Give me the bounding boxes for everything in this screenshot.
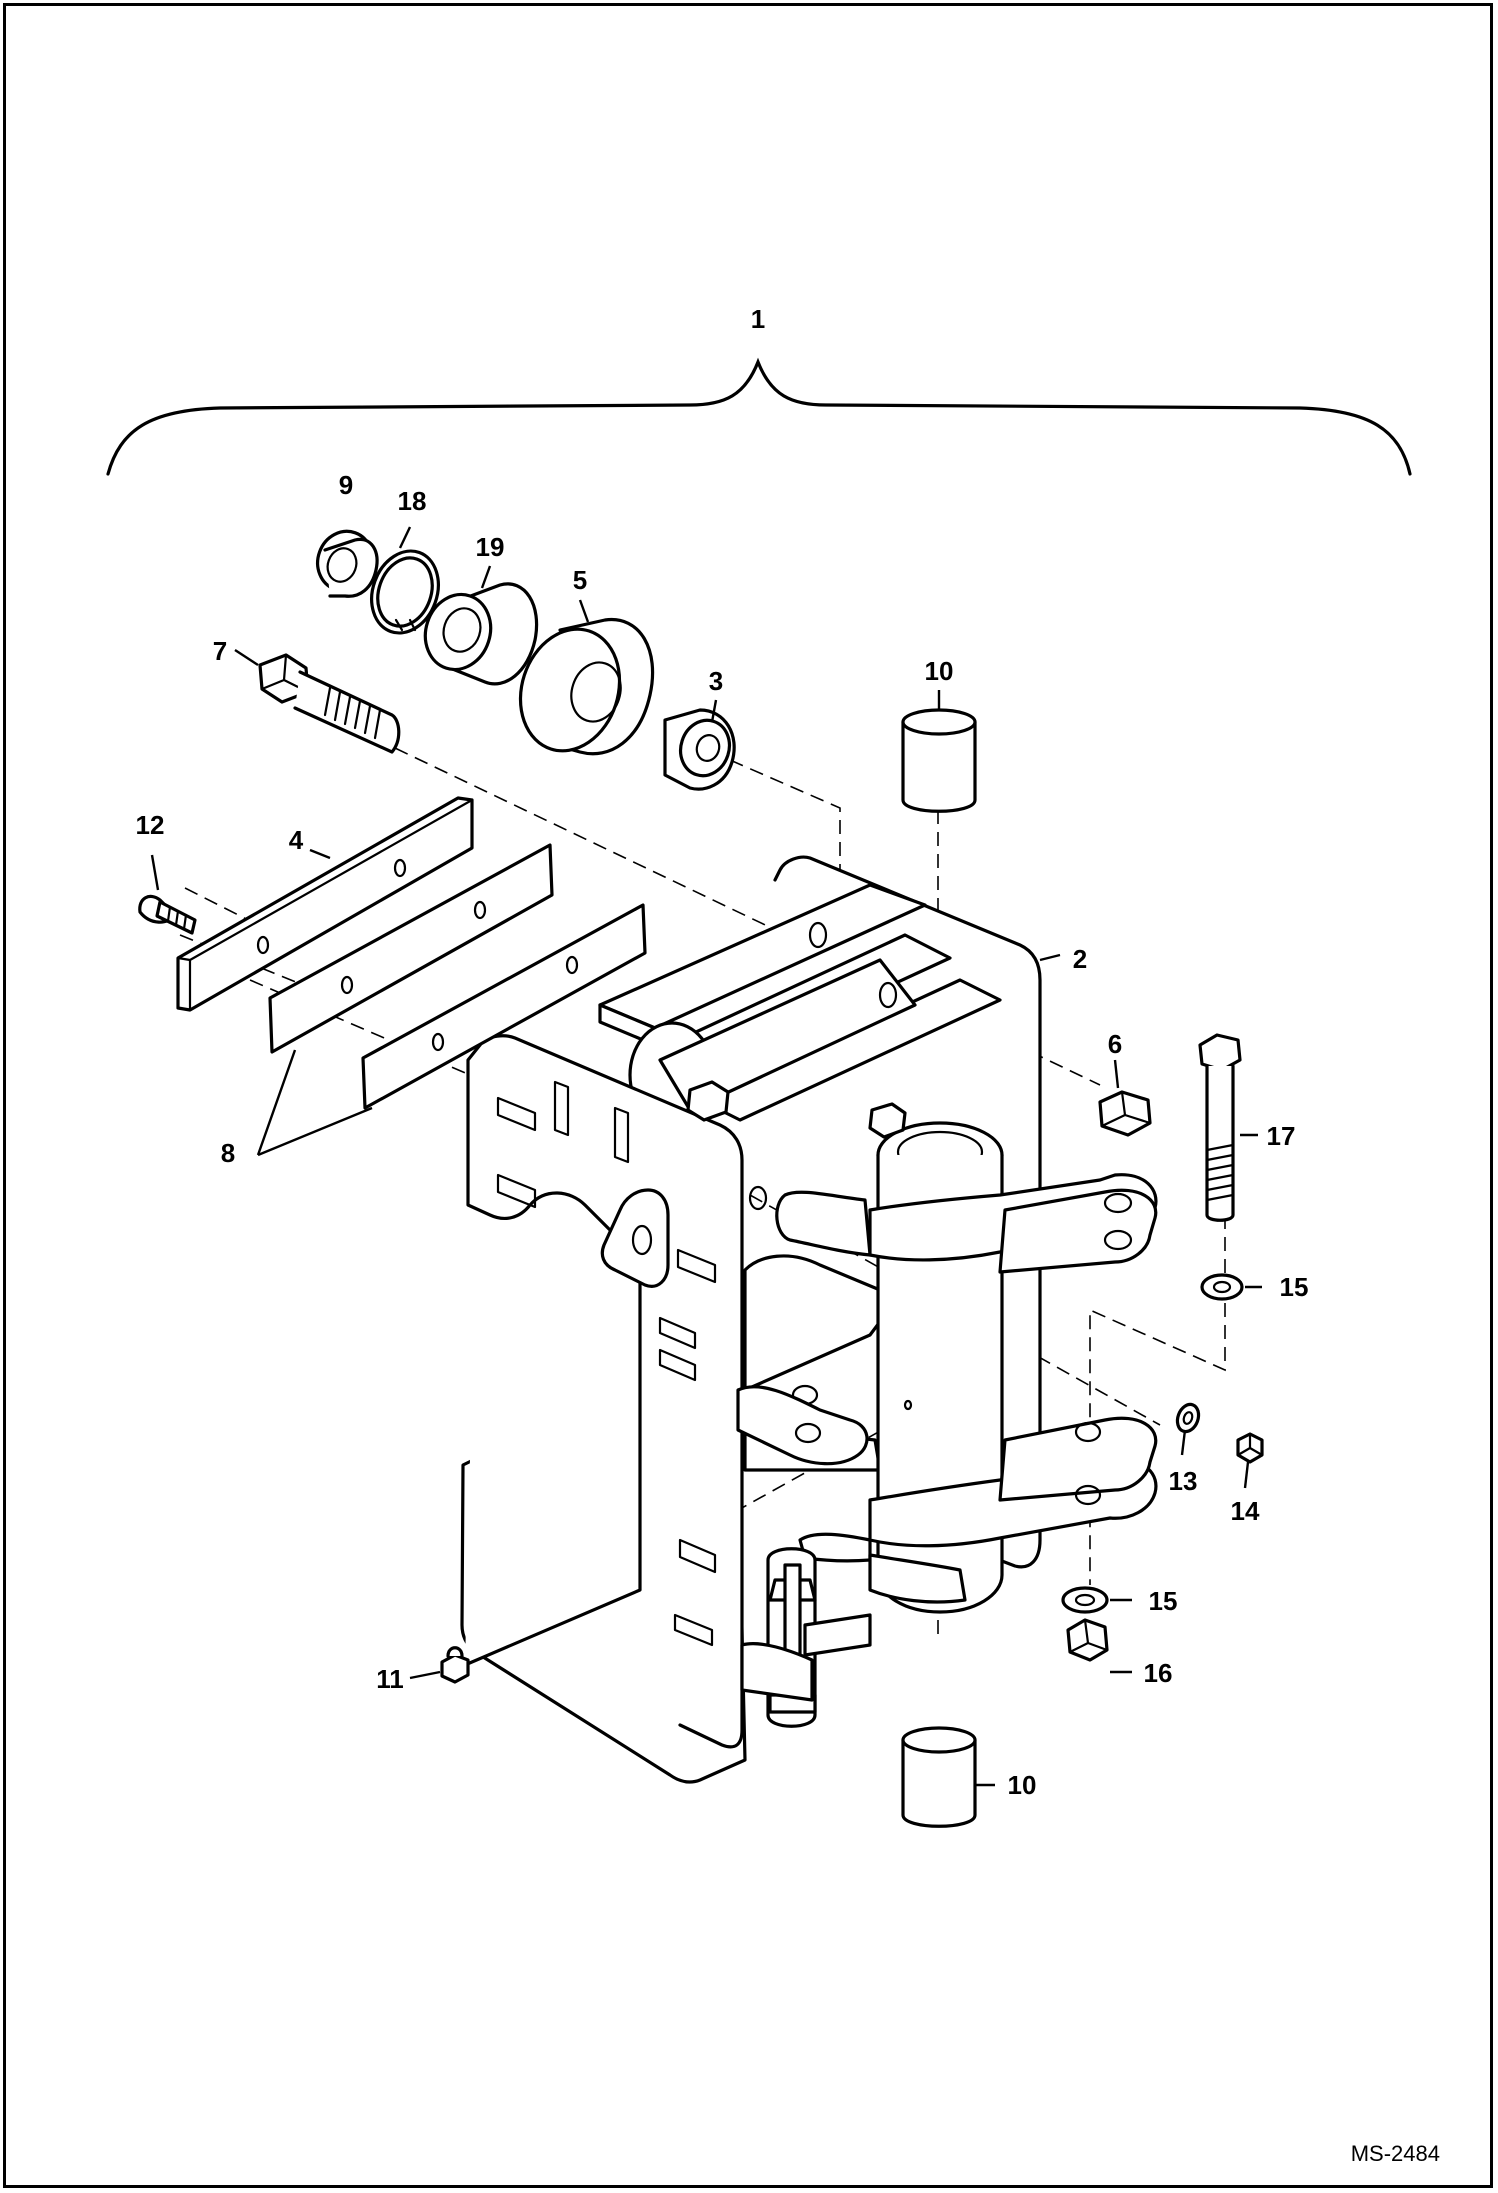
drawing-code: MS-2484: [1351, 2141, 1440, 2166]
callout-8: 8: [221, 1138, 235, 1168]
part-3-bushing: [663, 708, 736, 791]
callout-12: 12: [136, 810, 165, 840]
callout-4: 4: [289, 825, 304, 855]
assembly-brace: [106, 357, 1412, 476]
leader-lines: [150, 526, 1262, 1787]
callout-5: 5: [573, 565, 587, 595]
part-12-screw: [138, 894, 197, 935]
callout-9: 9: [339, 470, 353, 500]
callout-15-lower: 15: [1149, 1586, 1178, 1616]
callout-10-lower: 10: [1008, 1770, 1037, 1800]
callout-15-upper: 15: [1280, 1272, 1309, 1302]
part-15-washer-lower: [1061, 1586, 1109, 1614]
callout-11: 11: [376, 1664, 404, 1694]
callout-7: 7: [213, 636, 227, 666]
callout-19: 19: [476, 532, 505, 562]
part-10-bushing-upper: [901, 708, 977, 813]
part-10-bushing-lower: [901, 1726, 977, 1828]
part-14-nut: [1236, 1432, 1264, 1464]
callout-13: 13: [1169, 1466, 1198, 1496]
callout-16: 16: [1144, 1658, 1173, 1688]
part-5-roller: [518, 617, 655, 756]
main-frame-weldment: [460, 855, 1158, 1784]
callout-6: 6: [1108, 1029, 1122, 1059]
part-4-wear-strip: [176, 796, 474, 1012]
part-9-seal-ring: [316, 529, 379, 598]
callout-2: 2: [1073, 944, 1087, 974]
part-7-bolt: [258, 653, 401, 754]
part-15-washer-upper: [1200, 1273, 1244, 1301]
callout-3: 3: [709, 666, 723, 696]
part-13-washer: [1175, 1402, 1201, 1434]
callout-10-upper: 10: [925, 656, 954, 686]
callout-17: 17: [1267, 1121, 1296, 1151]
part-18-snap-ring: [370, 549, 440, 635]
part-11-grease-fitting: [440, 1646, 470, 1684]
part-16-nut: [1066, 1618, 1109, 1662]
callout-14: 14: [1231, 1496, 1260, 1526]
part-17-bolt: [1198, 1033, 1242, 1222]
callout-18: 18: [398, 486, 427, 516]
part-6-nut: [1098, 1090, 1152, 1137]
callout-1: 1: [751, 304, 765, 334]
part-8-shims: [256, 843, 647, 1157]
part-19-bearing: [423, 582, 539, 686]
callout-labels: 1 2 3 4 5 6 7 8 9 10 10 11 12 13 14 15 1…: [136, 304, 1309, 1800]
